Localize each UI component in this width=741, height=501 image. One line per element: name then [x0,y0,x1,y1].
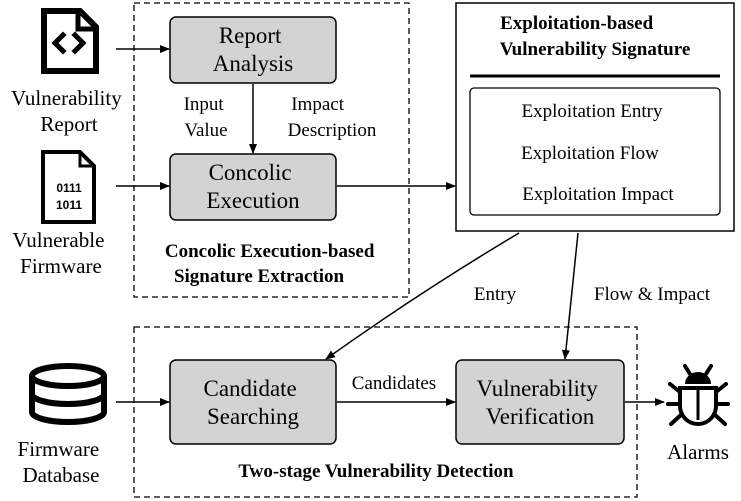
report-input-label: Vulnerability Report [11,86,127,136]
signature-inner-box [469,87,721,216]
firmware-input-label: Vulnerable Firmware [12,228,109,278]
entry-edge-label: Entry [474,284,517,305]
signature-item-impact: Exploitation Impact [522,184,674,205]
impact-description-label: Impact Description [288,94,377,141]
detection-group-title: Two-stage Vulnerability Detection [238,461,514,482]
svg-text:1011: 1011 [56,198,82,212]
vulnerability-verification-box [455,359,625,445]
entry-arrow [325,232,520,360]
concolic-execution-box [169,153,337,221]
signature-item-flow: Exploitation Flow [521,143,659,164]
signature-item-entry: Exploitation Entry [522,101,663,122]
input-value-label: Input Value [184,94,229,141]
database-input-label: Firmware Database [18,437,105,487]
detection-group-border [133,326,638,498]
alarms-label: Alarms [667,440,729,464]
concolic-execution-label: Concolic Execution [206,160,300,213]
signature-title: Exploitation-based Vulnerability Signatu… [500,13,691,60]
svg-text:0111: 0111 [56,181,82,195]
vulnerability-verification-label: Vulnerability Verification [476,376,603,429]
candidate-searching-box [169,359,337,445]
binary-file-icon: 0111 1011 [41,150,96,224]
flow-impact-edge-label: Flow & Impact [594,284,711,305]
candidate-searching-label: Candidate Searching [204,376,303,429]
candidates-edge-label: Candidates [352,373,436,394]
report-analysis-label: Report Analysis [213,23,294,76]
extraction-group-title: Concolic Execution-based Signature Extra… [165,241,379,287]
extraction-group-border [133,2,410,298]
code-document-icon [41,8,99,74]
database-icon [29,363,107,425]
bug-icon [666,364,730,426]
report-analysis-box [169,16,337,84]
flow-impact-arrow [561,232,579,360]
